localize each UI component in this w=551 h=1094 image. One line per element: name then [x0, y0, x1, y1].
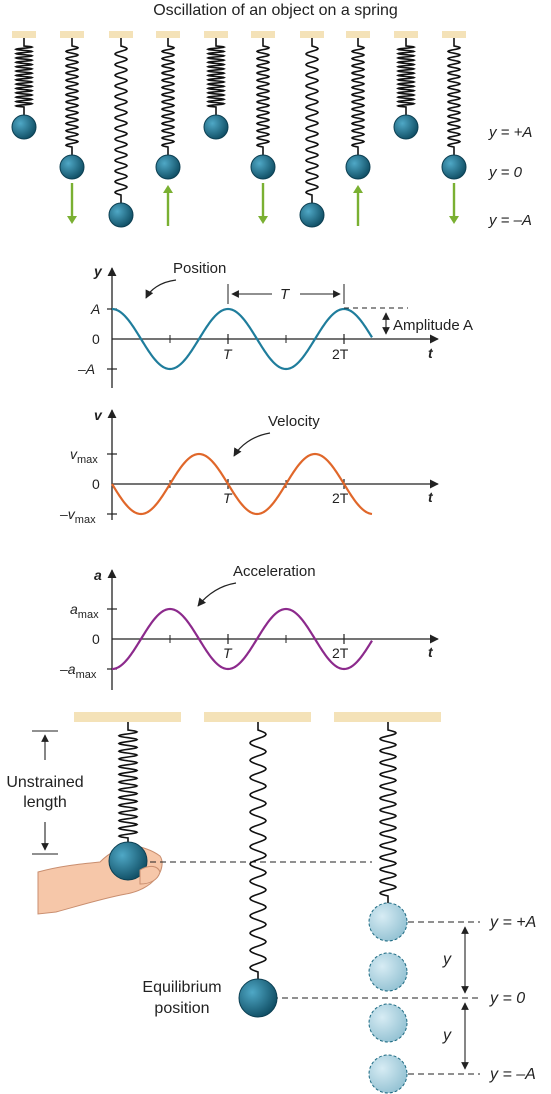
top-ball-3	[108, 202, 134, 228]
acceleration-axis-t-label: t	[428, 644, 434, 660]
acceleration-tick-min: –amax	[59, 661, 97, 681]
top-spring-8	[350, 38, 366, 155]
dim-y-lower: y	[442, 1027, 452, 1044]
ghost-ball-minus-a	[368, 1054, 408, 1094]
velocity-tick-zero: 0	[92, 476, 100, 492]
ghost-ball-upper-mid	[368, 952, 408, 992]
unstrained-length-label-2: length	[23, 794, 67, 811]
acceleration-tick-t: T	[223, 645, 233, 661]
velocity-tick-2t: 2T	[332, 490, 349, 506]
top-velocity-arrow-6	[258, 183, 268, 224]
page-title: Oscillation of an object on a spring	[153, 2, 398, 19]
top-spring-7	[305, 38, 319, 203]
position-tick-zero: 0	[92, 331, 100, 347]
top-spring-2	[64, 38, 80, 155]
ceiling-bar-2	[204, 712, 311, 722]
acceleration-curve	[111, 607, 373, 671]
spring-equilibrium	[249, 722, 267, 980]
position-period-label: T	[280, 286, 291, 303]
velocity-curve	[111, 452, 373, 516]
position-tick-2t: 2T	[332, 346, 349, 362]
acceleration-callout: Acceleration	[233, 563, 316, 580]
top-ball-6	[250, 154, 276, 180]
equilibrium-label-1: Equilibrium	[142, 979, 221, 996]
velocity-tick-max: vmax	[70, 446, 98, 466]
position-axis-y-label: y	[93, 263, 103, 279]
equilibrium-label-2: position	[154, 1000, 209, 1017]
velocity-graph: v t vmax 0 –vmax T 2T Velocity	[59, 407, 439, 526]
spring-unstrained	[117, 722, 139, 846]
spring-oscillating	[378, 722, 398, 904]
ghost-ball-plus-a	[368, 902, 408, 942]
velocity-callout: Velocity	[268, 413, 320, 430]
label-top-zero: y = 0	[488, 164, 523, 181]
top-spring-6	[255, 38, 271, 155]
top-ceiling-block-4	[156, 31, 180, 38]
label-bottom-minus-a: y = –A	[489, 1066, 536, 1083]
top-ball-9	[393, 114, 419, 140]
ceiling-bar-1	[74, 712, 181, 722]
top-velocity-arrow-4	[163, 185, 173, 226]
top-ball-2	[59, 154, 85, 180]
velocity-tick-min: –vmax	[59, 506, 96, 526]
top-ceiling-block-9	[394, 31, 418, 38]
hand-finger	[139, 865, 161, 885]
top-spring-3	[114, 38, 128, 203]
top-ceiling-block-3	[109, 31, 133, 38]
top-spring-1	[14, 38, 34, 115]
ball-held-in-hand	[108, 841, 148, 881]
dim-y-upper: y	[442, 951, 452, 968]
acceleration-axis-y-label: a	[94, 567, 102, 583]
ghost-ball-lower-mid	[368, 1003, 408, 1043]
velocity-tick-t: T	[223, 490, 233, 506]
top-ceiling-block-1	[12, 31, 36, 38]
top-ceiling-block-6	[251, 31, 275, 38]
position-tick-t: T	[223, 346, 233, 362]
ceiling-bar-3	[334, 712, 441, 722]
top-spring-9	[396, 38, 416, 115]
top-ball-10	[441, 154, 467, 180]
top-ball-1	[11, 114, 37, 140]
label-top-plus-a: y = +A	[488, 124, 532, 141]
acceleration-tick-max: amax	[70, 601, 99, 621]
top-ball-5	[203, 114, 229, 140]
position-curve	[111, 307, 373, 371]
velocity-axis-t-label: t	[428, 489, 434, 505]
top-ceiling-block-5	[204, 31, 228, 38]
acceleration-graph: a t amax 0 –amax T 2T Acceleration	[59, 563, 439, 690]
top-ball-8	[345, 154, 371, 180]
acceleration-tick-zero: 0	[92, 631, 100, 647]
unstrained-length-label-1: Unstrained	[6, 774, 83, 791]
position-tick-minus-a: –A	[77, 361, 95, 377]
top-ceiling-block-7	[300, 31, 324, 38]
top-ceiling-block-10	[442, 31, 466, 38]
top-ball-4	[155, 154, 181, 180]
label-bottom-plus-a: y = +A	[489, 914, 536, 931]
top-spring-10	[446, 38, 462, 155]
velocity-axis-y-label: v	[94, 407, 103, 423]
top-ball-7	[299, 202, 325, 228]
top-oscillation-sequence	[11, 31, 467, 228]
label-bottom-zero: y = 0	[489, 990, 525, 1007]
top-ceiling-block-2	[60, 31, 84, 38]
top-spring-5	[206, 38, 226, 115]
top-ceiling-block-8	[346, 31, 370, 38]
ball-equilibrium	[238, 978, 278, 1018]
position-callout: Position	[173, 260, 226, 277]
position-axis-t-label: t	[428, 345, 434, 361]
label-top-minus-a: y = –A	[488, 212, 532, 229]
position-amplitude-label: Amplitude A	[393, 317, 473, 334]
bottom-spring-equilibrium-panel: Unstrained length y y y = +A y = 0 y = –…	[6, 712, 536, 1094]
top-spring-4	[160, 38, 176, 155]
position-tick-a: A	[90, 301, 100, 317]
acceleration-tick-2t: 2T	[332, 645, 349, 661]
top-velocity-arrow-8	[353, 185, 363, 226]
position-graph: y t A 0 –A T 2T T Amplitude A Position	[77, 260, 473, 388]
top-velocity-arrow-10	[449, 183, 459, 224]
top-velocity-arrow-2	[67, 183, 77, 224]
